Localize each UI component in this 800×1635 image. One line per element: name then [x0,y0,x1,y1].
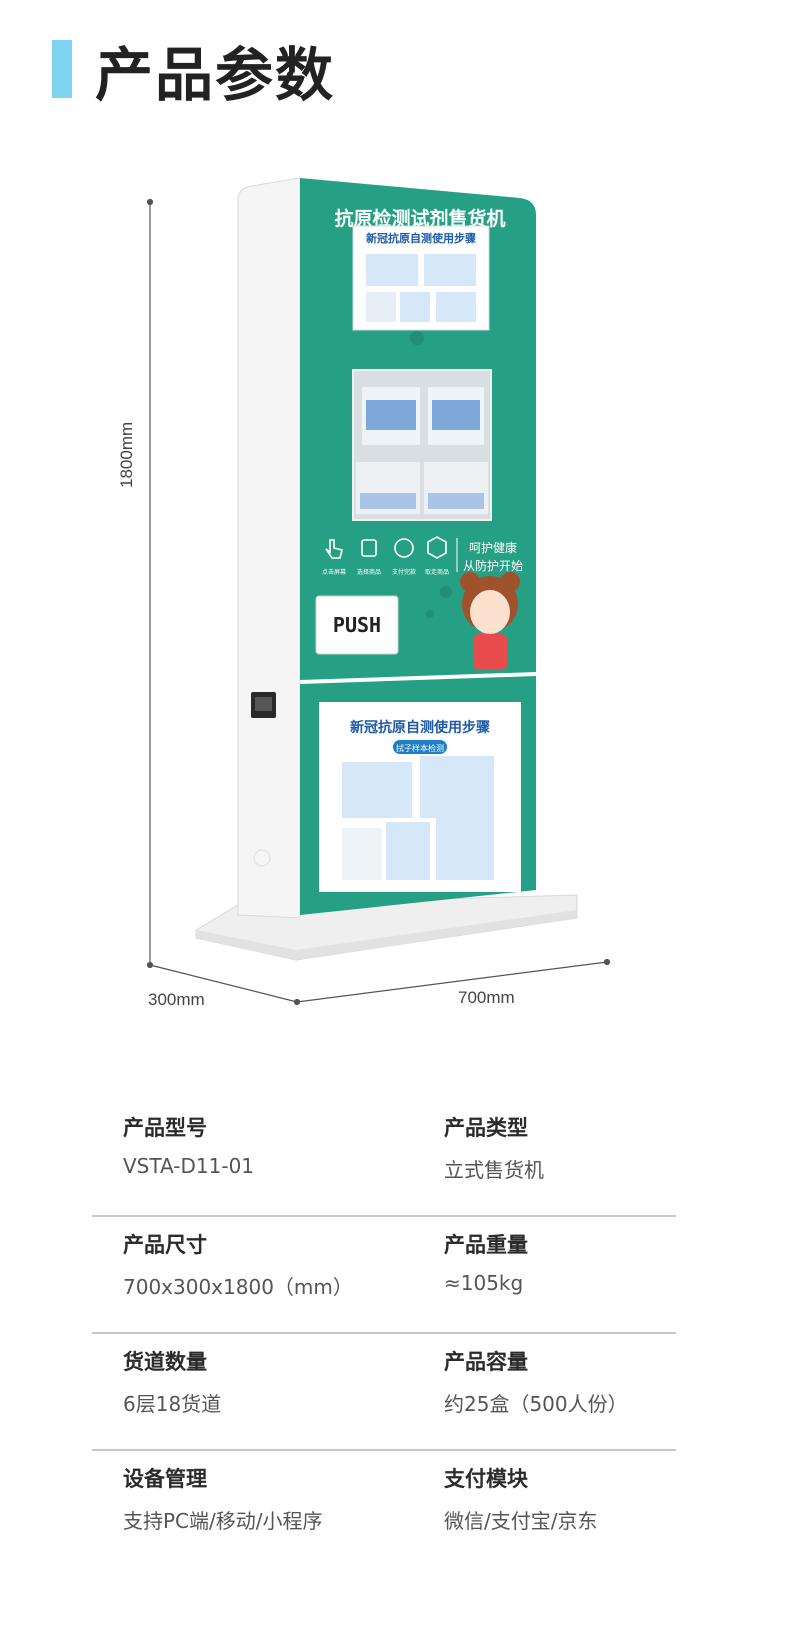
character-illustration [460,572,520,670]
spec-cell: 支付模块 微信/支付宝/京东 [444,1463,597,1534]
push-button [315,595,399,655]
page-title: 产品参数 [95,41,336,109]
spec-cell: 产品容量 约25盒（500人份） [444,1346,628,1417]
spec-cell: 设备管理 支持PC端/移动/小程序 [123,1463,323,1534]
banner-text: 抗原检测试剂售货机 [334,207,505,230]
spec-value: 700x300x1800（mm） [123,1275,353,1299]
poster-title: 新冠抗原自测使用步骤 [350,719,490,736]
machine-side [237,177,301,919]
slogan-line-2: 从防护开始 [463,558,523,573]
spec-label: 产品尺寸 [123,1233,207,1257]
spec-label: 产品类型 [444,1116,528,1140]
spec-value: VSTA-D11-01 [123,1154,255,1178]
spec-row: 产品型号 VSTA-D11-01 产品类型 立式售货机 [92,1100,676,1217]
title-accent-bar [52,40,72,98]
spec-value: 立式售货机 [444,1158,544,1182]
vending-machine-illustration: 抗原检测试剂售货机 新冠抗原自测使用步骤 点击屏幕 选择商品 支付完款 取走商 [146,177,611,1005]
spec-table: 产品型号 VSTA-D11-01 产品类型 立式售货机 产品尺寸 700x300… [92,1100,676,1566]
spec-label: 支付模块 [444,1467,528,1491]
spec-row: 设备管理 支持PC端/移动/小程序 支付模块 微信/支付宝/京东 [92,1451,676,1566]
screen-title: 新冠抗原自测使用步骤 [366,231,476,245]
push-label: PUSH [333,613,381,637]
svg-text:选择商品: 选择商品 [357,568,381,576]
spec-value: 6层18货道 [123,1392,222,1416]
spec-cell: 产品型号 VSTA-D11-01 [123,1112,254,1178]
spec-value: 支持PC端/移动/小程序 [123,1509,323,1533]
spec-value: ≈105kg [444,1271,524,1295]
spec-label: 货道数量 [123,1350,207,1374]
height-dimension: 1800mm [117,421,136,488]
svg-text:支付完款: 支付完款 [392,568,416,576]
machine-front-lower: 新冠抗原自测使用步骤 拭子样本检测 [300,676,536,915]
spec-cell: 产品重量 ≈105kg [444,1229,528,1295]
spec-cell: 产品类型 立式售货机 [444,1112,544,1183]
spec-row: 货道数量 6层18货道 产品容量 约25盒（500人份） [92,1334,676,1451]
dimension-lines [146,198,611,1005]
width-dimension: 700mm [458,988,515,1007]
machine-front-upper: 抗原检测试剂售货机 新冠抗原自测使用步骤 点击屏幕 选择商品 支付完款 取走商 [300,178,536,680]
spec-label: 设备管理 [123,1467,207,1491]
spec-label: 产品重量 [444,1233,528,1257]
spec-label: 产品容量 [444,1350,528,1374]
spec-value: 微信/支付宝/京东 [444,1509,598,1533]
spec-value: 约25盒（500人份） [444,1392,628,1416]
svg-text:点击屏幕: 点击屏幕 [322,568,346,576]
spec-row: 产品尺寸 700x300x1800（mm） 产品重量 ≈105kg [92,1217,676,1334]
spec-cell: 产品尺寸 700x300x1800（mm） [123,1229,353,1300]
spec-cell: 货道数量 6层18货道 [123,1346,221,1417]
depth-dimension: 300mm [148,990,205,1009]
poster-subtitle: 拭子样本检测 [396,743,444,753]
spec-label: 产品型号 [123,1116,207,1140]
svg-text:取走商品: 取走商品 [425,568,449,576]
slogan-line-1: 呵护健康 [469,540,517,555]
